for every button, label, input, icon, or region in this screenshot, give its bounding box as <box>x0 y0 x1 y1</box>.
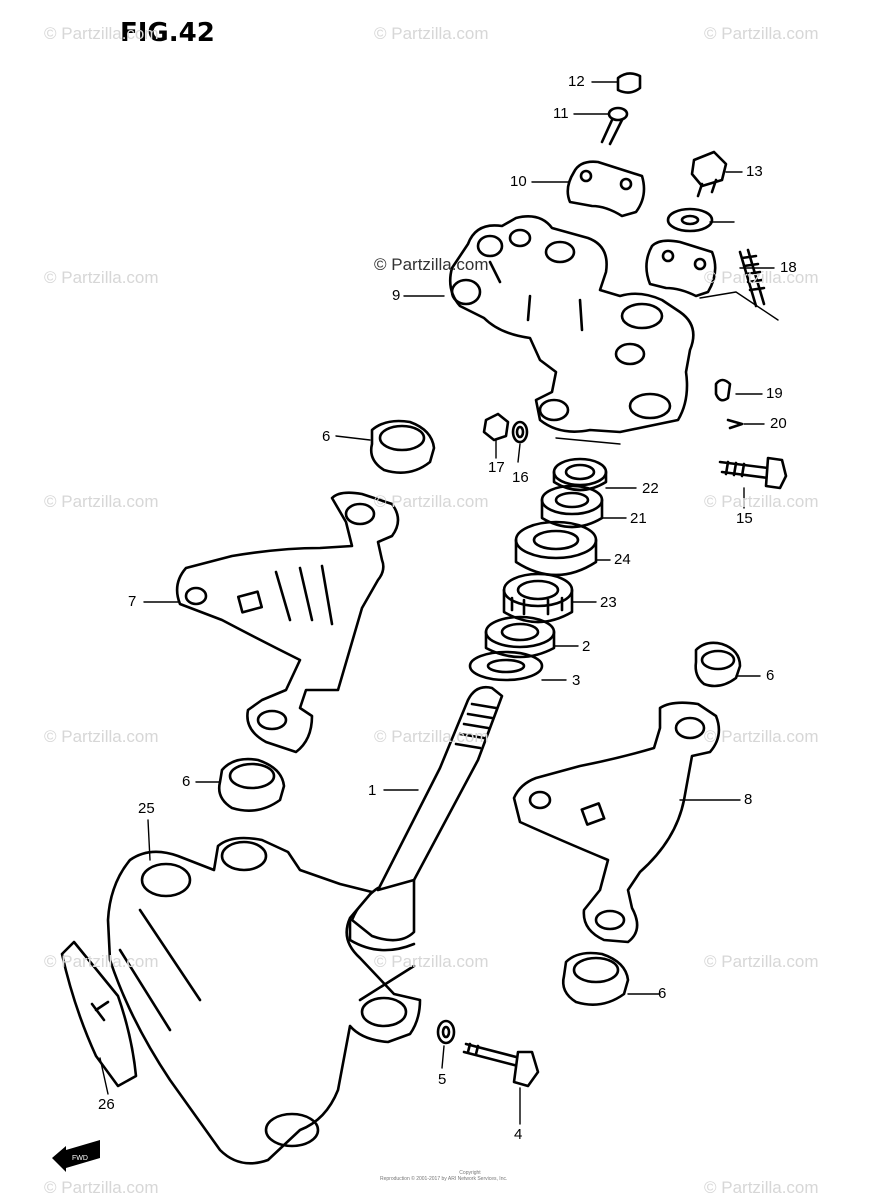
callout-1: 1 <box>368 782 377 799</box>
callout-6-mid-left: 6 <box>182 773 191 790</box>
watermark: © Partzilla.com <box>44 1178 159 1197</box>
callout-20: 20 <box>770 415 787 432</box>
callout-18: 18 <box>780 259 797 276</box>
part-17-nut <box>482 412 510 442</box>
leader-lines <box>99 81 779 1125</box>
watermark: © Partzilla.com <box>704 24 819 43</box>
callout-19: 19 <box>766 385 783 402</box>
callout-3: 3 <box>572 672 581 689</box>
part-18-pin <box>738 248 766 308</box>
part-21-washer <box>540 484 604 529</box>
part-10-handlebar-clamp <box>566 160 646 218</box>
upper-clamp-right <box>645 239 717 298</box>
part-1-steering-stem <box>348 685 504 952</box>
part-9-upper-bracket <box>448 215 695 434</box>
callout-8: 8 <box>744 791 753 808</box>
callout-5: 5 <box>438 1071 447 1088</box>
part-24-dust-seal <box>514 520 598 577</box>
watermark: © Partzilla.com <box>374 952 489 971</box>
part-6-grommet-top-left <box>369 419 436 474</box>
part-13-bolt <box>690 150 728 198</box>
callout-17: 17 <box>488 459 505 476</box>
callout-13: 13 <box>746 163 763 180</box>
part-5-washer <box>436 1019 456 1045</box>
copyright-line-2: Reproduction © 2001-2017 by ARI Network … <box>380 1176 508 1182</box>
callout-6-right-top: 6 <box>766 667 775 684</box>
callout-22: 22 <box>642 480 659 497</box>
watermark: © Partzilla.com <box>44 727 159 746</box>
callout-23: 23 <box>600 594 617 611</box>
figure-title: FIG.42 <box>120 18 215 48</box>
callout-6-right-bottom: 6 <box>658 985 667 1002</box>
part-6-grommet-mid-left <box>217 757 286 812</box>
fwd-arrow-icon: FWD <box>52 1140 100 1172</box>
part-3-washer <box>468 650 544 682</box>
watermark: © Partzilla.com <box>44 952 159 971</box>
watermark: © Partzilla.com <box>374 24 489 43</box>
watermark: © Partzilla.com <box>704 952 819 971</box>
part-8-headlight-bracket-right <box>512 701 721 944</box>
part-12-cap <box>616 72 642 94</box>
part-16-washer <box>511 420 529 444</box>
part-20-pin <box>726 418 744 430</box>
callout-16: 16 <box>512 469 529 486</box>
watermark: © Partzilla.com <box>44 268 159 287</box>
watermark: © Partzilla.com <box>44 24 159 43</box>
callout-21: 21 <box>630 510 647 527</box>
watermark: © Partzilla.com <box>44 492 159 511</box>
watermark: © Partzilla.com <box>374 727 489 746</box>
callout-6-top-left: 6 <box>322 428 331 445</box>
callout-7: 7 <box>128 593 137 610</box>
part-6-grommet-right-bottom <box>561 951 630 1006</box>
callout-25: 25 <box>138 800 155 817</box>
part-7-headlight-bracket-left <box>175 491 400 754</box>
part-4-bolt <box>462 1042 540 1088</box>
part-25-lower-bracket <box>106 836 422 1165</box>
callout-11: 11 <box>553 105 569 122</box>
part-2-bearing-race <box>484 615 556 659</box>
callout-12: 12 <box>568 73 585 90</box>
part-11-bolt <box>600 106 629 146</box>
washer <box>666 207 714 233</box>
watermark: © Partzilla.com <box>374 492 489 511</box>
callout-2: 2 <box>582 638 591 655</box>
watermark: © Partzilla.com <box>704 492 819 511</box>
watermark: © Partzilla.com <box>704 727 819 746</box>
part-26-emblem <box>60 940 138 1088</box>
copyright-line-1: Copyright <box>459 1170 481 1176</box>
watermark: © Partzilla.com <box>374 255 489 274</box>
watermark: © Partzilla.com <box>704 1178 819 1197</box>
callout-24: 24 <box>614 551 631 568</box>
callout-15: 15 <box>736 510 753 527</box>
part-15-bolt <box>718 456 788 490</box>
callout-10: 10 <box>510 173 527 190</box>
callout-9: 9 <box>392 287 401 304</box>
copyright-footer: Copyright Reproduction © 2001-2017 by AR… <box>380 1170 560 1182</box>
fwd-label: FWD <box>72 1155 88 1162</box>
callout-4: 4 <box>514 1126 523 1143</box>
part-19-clip <box>714 378 732 402</box>
part-22-nut <box>552 457 608 492</box>
callout-26: 26 <box>98 1096 115 1113</box>
part-23-bearing <box>502 572 574 624</box>
part-6-grommet-right-top <box>694 641 742 688</box>
watermark: © Partzilla.com <box>704 268 819 287</box>
